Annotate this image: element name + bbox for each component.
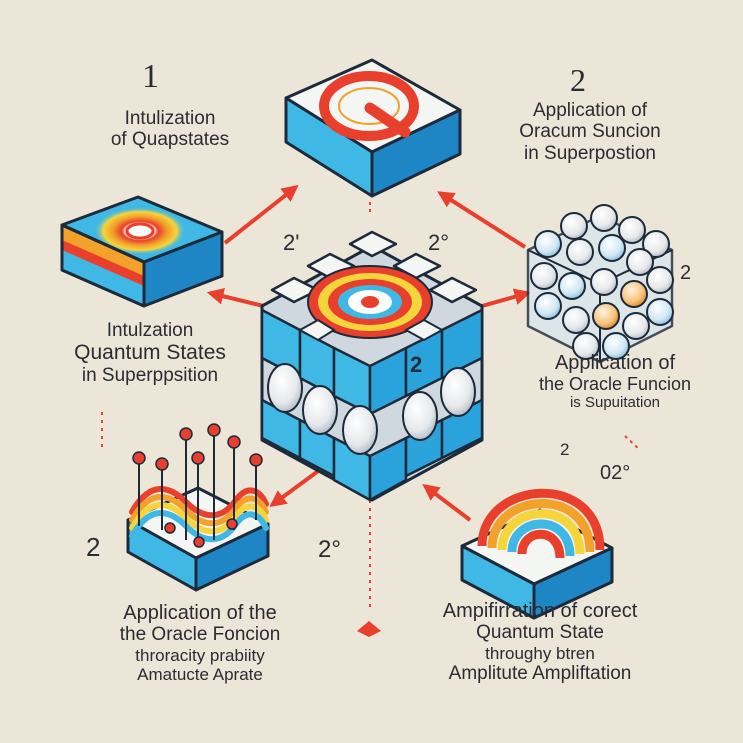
label-mid-left-line-3: in Superppsition xyxy=(81,364,219,386)
label-top-left-line-1: Intulization xyxy=(124,108,216,129)
label-bottom-right-line-1: Ampifirration of corect xyxy=(442,600,638,622)
radial-state-tile-icon xyxy=(60,195,224,308)
label-mid-right-line-2: the Oracle Funcion xyxy=(538,374,692,395)
label-bottom-right-line-4: Amplitute Ampliftation xyxy=(448,662,632,684)
label-top-left: Intulization of Quapstates xyxy=(70,108,270,151)
label-mid-left: Intulzation Quantum States in Superppsit… xyxy=(20,320,280,386)
label-mid-right-line-1: Application of xyxy=(554,352,676,374)
label-top-right: Application of Oracum Suncion in Superpo… xyxy=(480,100,700,164)
step-number-center-right: 2° xyxy=(428,230,450,255)
step-number-small: 2 xyxy=(560,440,570,459)
label-top-right-line-3: in Superpostion xyxy=(523,142,657,164)
label-top-left-line-2: of Quapstates xyxy=(110,129,230,151)
label-mid-right: Application of the Oracle Funcion is Sup… xyxy=(490,352,740,411)
qubit-cluster-icon xyxy=(526,204,674,364)
step-number-right: 2 xyxy=(680,262,692,284)
label-bottom-right-line-3: throughy btren xyxy=(485,643,595,663)
dotted-end-marker xyxy=(357,621,381,637)
label-bottom-left-line-3: throracity prabiity xyxy=(135,645,265,665)
step-number-2-top: 2 xyxy=(570,62,586,98)
label-bottom-left-line-1: Application of the xyxy=(123,602,277,624)
label-bottom-left-line-4: Amatucte Aprate xyxy=(137,664,263,684)
arrow-to-top-tile-left xyxy=(223,184,299,245)
label-top-right-line-1: Application of xyxy=(532,100,648,121)
step-number-bottom-right: 02° xyxy=(600,462,631,484)
label-top-right-line-2: Oracum Suncion xyxy=(519,121,661,143)
label-bottom-left-line-2: the Oracle Foncion xyxy=(119,624,281,646)
wave-lollipop-icon xyxy=(126,423,270,592)
rainbow-arc-icon xyxy=(460,488,614,620)
label-bottom-left: Application of the the Oracle Foncion th… xyxy=(60,602,340,684)
cube-face-number: 2 xyxy=(410,352,423,377)
label-mid-left-line-1: Intulzation xyxy=(106,320,194,341)
label-bottom-right-line-2: Quantum State xyxy=(476,622,604,644)
central-cube-icon xyxy=(260,230,484,502)
dotted-guide-right xyxy=(624,435,641,451)
step-number-center-left: 2' xyxy=(283,230,300,255)
step-number-bottom-center: 2° xyxy=(318,536,341,563)
label-mid-right-line-3: is Supuitation xyxy=(569,393,661,411)
label-bottom-right: Ampifirration of corect Quantum State th… xyxy=(390,600,690,684)
arrow-center-to-bottom-left xyxy=(269,464,327,507)
step-number-1: 1 xyxy=(142,58,159,95)
step-number-bottom-left: 2 xyxy=(86,532,101,562)
label-mid-left-line-2: Quantum States xyxy=(74,341,226,365)
quantum-q-tile-icon xyxy=(284,58,462,198)
arrow-to-top-tile-right xyxy=(437,191,527,249)
arrow-bottom-right-to-center xyxy=(422,483,472,522)
